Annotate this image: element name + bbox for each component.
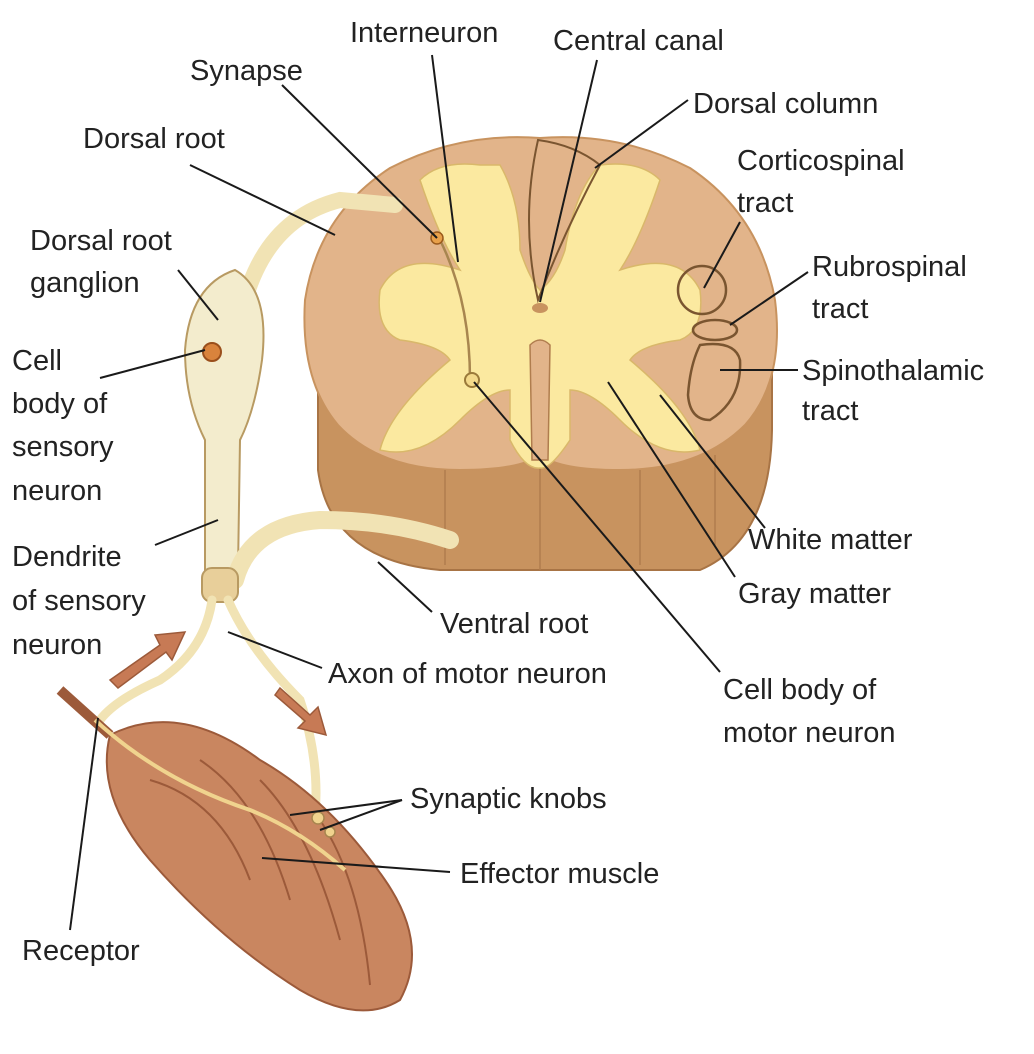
spinal-nerve-trunk (202, 568, 238, 602)
label-dorsal-root-ganglion-1: Dorsal root (30, 225, 172, 257)
label-dendrite-1: Dendrite (12, 541, 122, 573)
dorsal-root-ganglion (185, 270, 263, 570)
label-dorsal-root: Dorsal root (83, 123, 225, 155)
leader-ventral-root (378, 562, 432, 612)
label-effector-muscle: Effector muscle (460, 858, 659, 890)
label-dendrite-2: of sensory (12, 585, 146, 617)
label-cell-body-sensory-3: sensory (12, 431, 114, 463)
label-interneuron: Interneuron (350, 17, 498, 49)
label-dendrite-3: neuron (12, 629, 102, 661)
synaptic-knob (312, 812, 324, 824)
label-cell-body-sensory-2: body of (12, 388, 108, 420)
label-spinothalamic-1: Spinothalamic (802, 355, 984, 387)
label-synaptic-knobs: Synaptic knobs (410, 783, 607, 815)
central-canal (532, 303, 548, 313)
label-cell-body-motor-2: motor neuron (723, 717, 896, 749)
label-white-matter: White matter (748, 524, 913, 556)
label-dorsal-column: Dorsal column (693, 88, 878, 120)
label-spinothalamic-2: tract (802, 395, 858, 427)
label-dorsal-root-ganglion-2: ganglion (30, 267, 140, 299)
leader-axon-motor (228, 632, 322, 668)
label-rubrospinal-2: tract (812, 293, 868, 325)
label-cell-body-sensory-1: Cell (12, 345, 62, 377)
sensory-direction-arrow (110, 632, 185, 688)
leader-receptor (70, 718, 98, 930)
leader-dorsal-root (190, 165, 335, 235)
label-ventral-root: Ventral root (440, 608, 588, 640)
label-central-canal: Central canal (553, 25, 724, 57)
label-rubrospinal-1: Rubrospinal (812, 251, 967, 283)
label-corticospinal-2: tract (737, 187, 793, 219)
label-axon-motor: Axon of motor neuron (328, 658, 607, 690)
label-synapse: Synapse (190, 55, 303, 87)
label-cell-body-motor-1: Cell body of (723, 674, 877, 706)
label-cell-body-sensory-4: neuron (12, 475, 102, 507)
sensory-cell-body (203, 343, 221, 361)
label-corticospinal-1: Corticospinal (737, 145, 905, 177)
label-receptor: Receptor (22, 935, 140, 967)
label-gray-matter: Gray matter (738, 578, 891, 610)
ventral-fissure (530, 340, 550, 460)
